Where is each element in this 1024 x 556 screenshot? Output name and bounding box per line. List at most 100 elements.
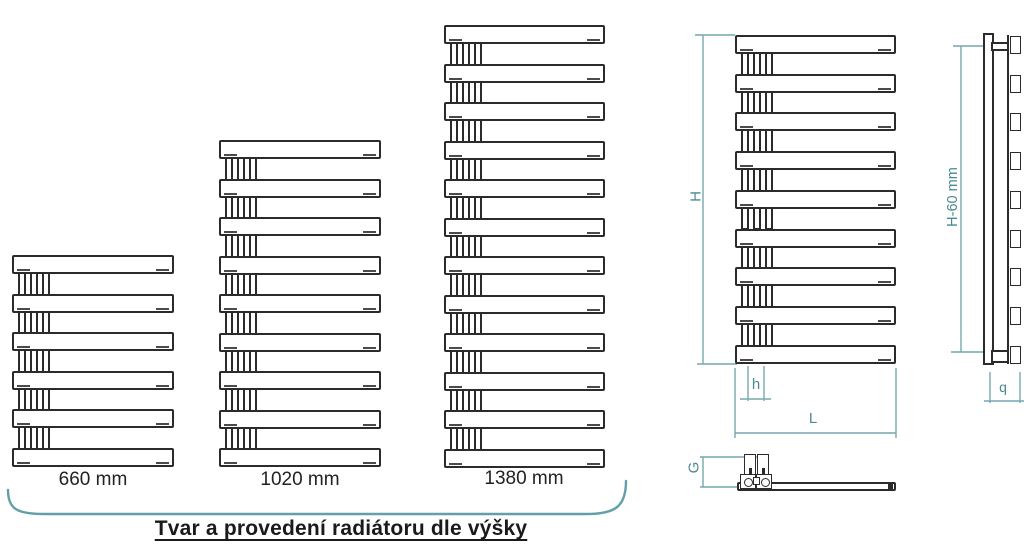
bar-end-seam [587, 39, 600, 41]
dimension-label-q: q [999, 379, 1007, 395]
connector-tube [18, 349, 26, 373]
diagram-caption: Tvar a provedení radiátoru dle výšky [154, 517, 528, 540]
bar-end-seam [156, 346, 169, 348]
connector-tube [753, 206, 761, 231]
bar-end-seam [156, 384, 169, 387]
radiator-bar [444, 333, 605, 352]
bar-end-seam [156, 461, 169, 464]
bar-end-seam [363, 423, 376, 426]
bar-end-seam [587, 462, 600, 465]
radiator-bar [735, 73, 896, 93]
connector-tube [753, 245, 761, 270]
bar-end-seam [224, 385, 237, 387]
radiator-bar [735, 35, 896, 54]
radiator-bar [735, 305, 896, 325]
bar-end-seam [878, 242, 891, 245]
bar-end-seam [224, 192, 237, 195]
connector-tube [30, 310, 38, 334]
connector-tube [237, 272, 245, 296]
connector-tube [450, 119, 458, 143]
connector-tube [741, 245, 749, 270]
radiator-bar [735, 112, 896, 132]
side-view-bar-end [1010, 113, 1021, 132]
connector-tube [474, 42, 482, 66]
radiator-bar [12, 447, 174, 467]
connector-tube [765, 206, 773, 231]
radiator-bar [219, 255, 381, 275]
valve-circle [760, 477, 770, 487]
connector-tube [18, 426, 26, 450]
connector-tube [249, 349, 257, 373]
connector-tube [741, 52, 749, 76]
bar-end-seam [17, 346, 30, 348]
connector-tube [225, 157, 233, 181]
side-view-bar-end [1010, 306, 1021, 325]
dimension-label-H: H [687, 191, 705, 202]
dimension-label-h: h [751, 376, 761, 393]
connector-tube [450, 311, 458, 335]
bar-end-seam [587, 308, 600, 311]
connector-tube [249, 311, 257, 335]
bar-end-seam [224, 154, 237, 156]
radiator-bar [444, 140, 605, 160]
top-view-valve-block-left [740, 474, 756, 489]
size-label-1020: 1020 mm [260, 469, 340, 490]
radiator-bar [444, 448, 605, 468]
connector-tube [765, 90, 773, 115]
radiator-bar [444, 179, 605, 198]
connector-tube [30, 387, 38, 411]
radiator-bar [444, 256, 605, 275]
dimension-label-L: L [808, 410, 818, 427]
connector-tube [450, 80, 458, 104]
bar-end-seam [224, 308, 237, 310]
connector-tube [462, 311, 470, 335]
side-view-bar-end [1010, 36, 1021, 54]
radiator-bar [735, 189, 896, 209]
bar-end-seam [878, 165, 891, 168]
connector-tube [225, 426, 233, 450]
connector-tube [249, 426, 257, 450]
connector-tube [30, 426, 38, 450]
bar-end-seam [878, 87, 891, 90]
connector-tube [225, 388, 233, 412]
side-view-bar-end [1010, 74, 1021, 93]
bar-end-seam [449, 154, 462, 157]
connector-tube [462, 427, 470, 451]
connector-tube [765, 52, 773, 76]
bar-end-seam [587, 193, 600, 195]
connector-tube [225, 272, 233, 296]
connector-tube [753, 168, 761, 192]
connector-tube [450, 427, 458, 451]
bar-end-seam [587, 77, 600, 80]
bar-end-seam [740, 242, 753, 245]
bar-end-seam [449, 116, 462, 118]
connector-tube [237, 311, 245, 335]
connector-tube [462, 42, 470, 66]
dimension-label-G: G [685, 461, 703, 474]
connector-tube [42, 387, 50, 411]
connector-tube [237, 426, 245, 450]
connector-tube [474, 234, 482, 258]
connector-tube [462, 80, 470, 104]
connector-tube [741, 284, 749, 308]
connector-tube [450, 273, 458, 297]
connector-tube [30, 349, 38, 373]
bar-end-seam [587, 116, 600, 118]
connector-tube [753, 90, 761, 115]
bar-end-seam [224, 423, 237, 426]
connector-tube [249, 388, 257, 412]
radiator-bar [735, 344, 896, 364]
bar-end-seam [449, 77, 462, 80]
radiator-bar [735, 267, 896, 287]
top-view-riser-tube-2 [757, 454, 769, 476]
connector-tube [462, 119, 470, 143]
bar-end-seam [740, 281, 753, 284]
riser-port-dot [761, 468, 765, 474]
bar-end-seam [156, 307, 169, 310]
bar-end-seam [740, 126, 753, 129]
connector-tube [741, 206, 749, 231]
bar-end-seam [587, 347, 600, 349]
size-label-660: 660 mm [58, 469, 128, 490]
connector-tube [249, 272, 257, 296]
